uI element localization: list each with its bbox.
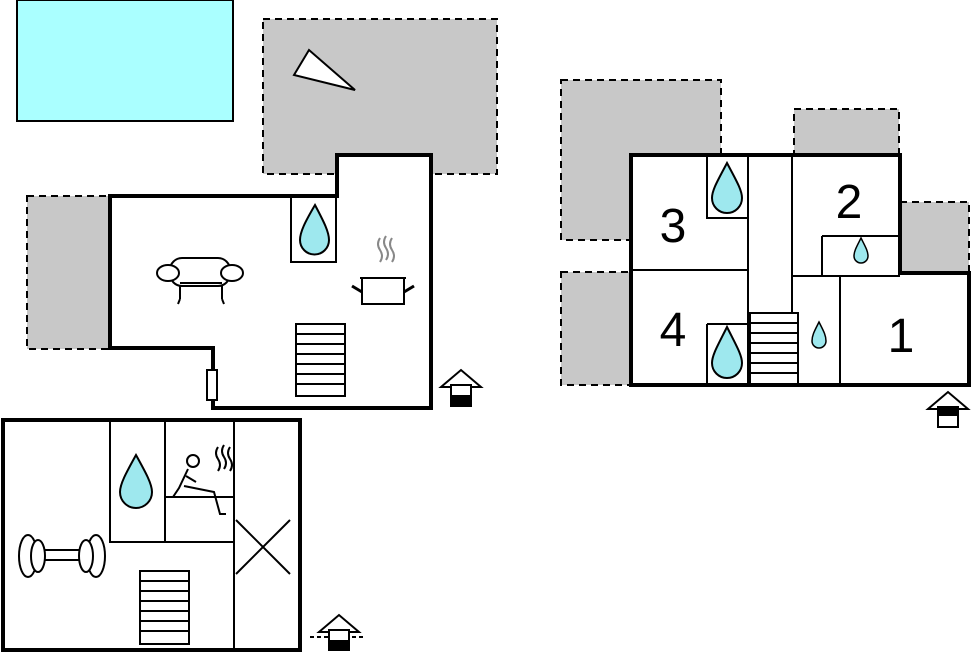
water-drop-icon — [811, 320, 827, 349]
sofa-icon — [156, 257, 244, 305]
room-label-2: 2 — [836, 176, 863, 229]
gym-dumbbell-icon — [18, 534, 106, 578]
terrace-west — [26, 195, 112, 350]
stairs-upper — [749, 312, 799, 385]
terrace-east — [899, 201, 970, 273]
basement-floor — [1, 418, 366, 652]
upper-floor: 3 2 4 1 — [560, 79, 971, 428]
entrance-icon — [310, 613, 366, 651]
entrance-icon — [925, 390, 971, 428]
room-label-3: 3 — [660, 200, 687, 253]
water-drop-icon — [853, 236, 869, 264]
water-drop-icon — [118, 452, 154, 509]
stairs-basement — [139, 570, 190, 645]
terrace-west — [560, 271, 632, 386]
stairs-ground — [295, 323, 346, 397]
ground-floor — [16, 0, 498, 410]
pool — [16, 0, 234, 122]
bathroom — [290, 195, 337, 263]
void-mark — [235, 519, 291, 575]
door — [206, 369, 218, 401]
terrace-north — [793, 108, 900, 155]
room-label-1: 1 — [888, 310, 915, 363]
terrace-north — [262, 18, 498, 175]
entrance-icon — [438, 368, 484, 407]
ground-floor-walls — [108, 153, 433, 410]
kitchen-pot-icon — [351, 235, 415, 305]
water-drop-icon — [298, 202, 331, 256]
basement-partitions — [109, 420, 235, 650]
north-arrow-icon — [292, 48, 356, 91]
upper-floor-walls — [629, 153, 971, 387]
water-drop-icon — [710, 324, 744, 379]
sauna-icon — [172, 444, 233, 515]
room-label-4: 4 — [660, 304, 687, 357]
upper-partitions — [631, 155, 900, 385]
water-drop-icon — [710, 160, 744, 214]
